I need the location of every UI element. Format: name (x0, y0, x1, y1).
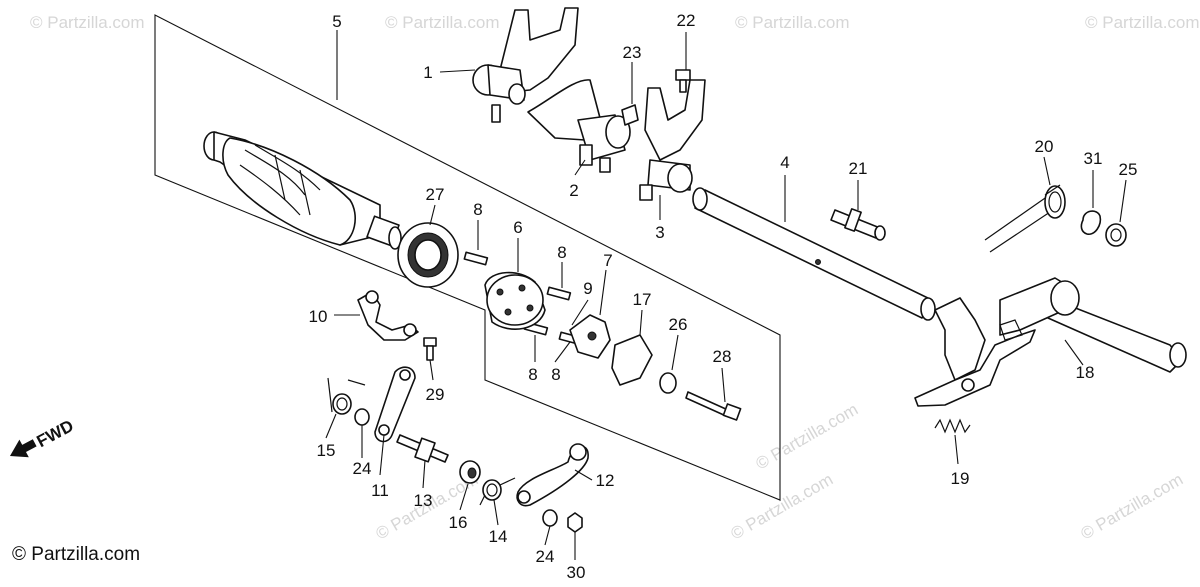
circlip[interactable] (1080, 210, 1102, 235)
watermarks: © Partzilla.com © Partzilla.com © Partzi… (30, 13, 1200, 543)
nut[interactable] (567, 512, 583, 533)
callout-23: 23 (623, 43, 642, 62)
callout-1: 1 (423, 63, 432, 82)
watermark: © Partzilla.com (735, 13, 850, 32)
fork-shaft[interactable] (692, 187, 936, 321)
callout-18: 18 (1076, 363, 1095, 382)
fwd-label: FWD (34, 416, 77, 451)
callout-13: 13 (414, 491, 433, 510)
watermark: © Partzilla.com (30, 13, 145, 32)
callout-6: 6 (513, 218, 522, 237)
guide-bolt[interactable] (675, 69, 691, 93)
arm-pin[interactable] (830, 208, 886, 241)
collar[interactable] (459, 460, 481, 484)
watermark: © Partzilla.com (385, 13, 500, 32)
shift-drum[interactable] (203, 131, 402, 250)
callout-22: 22 (677, 11, 696, 30)
shift-fork-3[interactable] (639, 79, 706, 201)
callout-31: 31 (1084, 149, 1103, 168)
shift-fork-1[interactable] (472, 7, 579, 123)
callout-12: 12 (596, 471, 615, 490)
bolt[interactable] (685, 391, 742, 421)
callout-numbers: 5 1 2 3 4 22 23 21 20 31 25 27 8 6 8 7 9… (309, 11, 1138, 582)
clip[interactable] (621, 104, 639, 126)
pin-plate[interactable] (569, 314, 611, 359)
callout-2: 2 (569, 181, 578, 200)
drum-center[interactable] (484, 271, 546, 330)
watermark: © Partzilla.com (728, 470, 837, 544)
drum-group-outline (154, 14, 781, 501)
callout-4: 4 (780, 153, 789, 172)
bearing[interactable] (397, 222, 459, 288)
callout-15: 15 (317, 441, 336, 460)
copyright-text: © Partzilla.com (12, 544, 140, 565)
callout-17: 17 (633, 290, 652, 309)
callout-20: 20 (1035, 137, 1054, 156)
tension-spring[interactable] (934, 418, 971, 434)
callout-8: 8 (528, 365, 537, 384)
callout-8: 8 (557, 243, 566, 262)
callout-24: 24 (353, 459, 372, 478)
callout-10: 10 (309, 307, 328, 326)
shift-fork-2[interactable] (527, 79, 631, 173)
washer-25[interactable] (1105, 223, 1127, 247)
stopper-bolt[interactable] (423, 337, 437, 361)
fwd-indicator: FWD (9, 416, 77, 458)
callout-26: 26 (669, 315, 688, 334)
callout-19: 19 (951, 469, 970, 488)
callout-30: 30 (567, 563, 586, 582)
callout-28: 28 (713, 347, 732, 366)
stopper-arm[interactable] (357, 290, 419, 341)
callout-11: 11 (371, 481, 389, 500)
washer[interactable] (659, 372, 677, 394)
leader-lines (325, 30, 1127, 560)
gearshift-spindle[interactable] (914, 277, 1187, 407)
return-spring[interactable] (984, 184, 1066, 253)
drum-stopper-arm[interactable] (374, 366, 416, 443)
callout-16: 16 (449, 513, 468, 532)
watermark: © Partzilla.com (1085, 13, 1200, 32)
callout-21: 21 (849, 159, 868, 178)
callout-27: 27 (426, 185, 445, 204)
callout-25: 25 (1119, 160, 1138, 179)
arm-spring[interactable] (479, 477, 516, 506)
callout-9: 9 (583, 279, 592, 298)
callout-29: 29 (426, 385, 445, 404)
watermark: © Partzilla.com (1078, 470, 1187, 544)
callout-8: 8 (551, 365, 560, 384)
watermark: © Partzilla.com (753, 400, 862, 474)
callout-5: 5 (332, 12, 341, 31)
fwd-arrow-icon (9, 439, 37, 458)
washer-24-lower[interactable] (542, 509, 558, 527)
shift-arm[interactable] (516, 443, 589, 507)
callout-14: 14 (489, 527, 508, 546)
stopper-spring[interactable] (327, 377, 366, 415)
stopper-plate[interactable] (611, 334, 653, 386)
washer-24-upper[interactable] (354, 408, 370, 426)
callout-8: 8 (473, 200, 482, 219)
callout-3: 3 (655, 223, 664, 242)
callout-7: 7 (603, 251, 612, 270)
pivot-bolt[interactable] (396, 434, 449, 463)
callout-24: 24 (536, 547, 555, 566)
